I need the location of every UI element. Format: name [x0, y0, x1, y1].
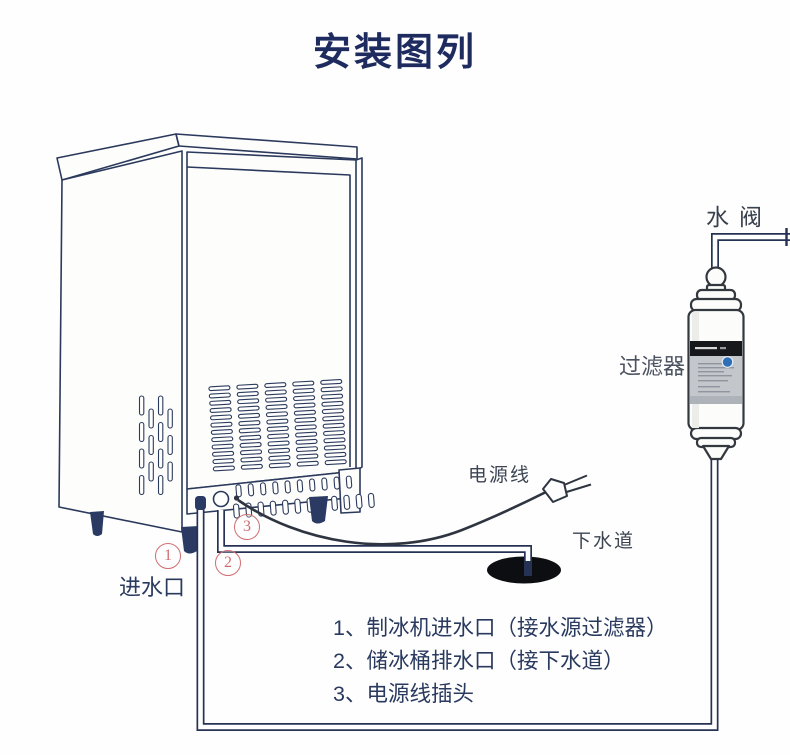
callout-3-number: 3 [243, 518, 251, 535]
water-supply-pipe [196, 458, 719, 731]
machine-connectors [195, 490, 240, 510]
valve-pipe [711, 228, 790, 268]
callout-2: 2 [215, 550, 241, 576]
callout-1: 1 [155, 543, 181, 569]
door-inner-edge [186, 166, 351, 467]
label-filter: 过滤器 [619, 354, 686, 379]
front-vent-grille [208, 379, 347, 472]
machine-lid [56, 133, 358, 181]
power-plug-drawing [542, 478, 568, 503]
label-power-cord: 电源线 [468, 465, 532, 486]
callout-3: 3 [234, 514, 260, 540]
machine-feet [90, 496, 328, 554]
power-cord-anchor [233, 495, 240, 501]
drain-pipe [217, 510, 532, 576]
machine-left-panel [58, 150, 183, 533]
legend-item-1: 1、制冰机进水口（接水源过滤器） [333, 616, 668, 640]
water-inlet-connector [195, 496, 206, 510]
callout-2-number: 2 [224, 554, 232, 571]
legend-item-2: 2、储冰桶排水口（接下水道） [333, 649, 625, 673]
ice-machine-drawing [56, 133, 363, 533]
drain-outlet-connector [212, 490, 230, 508]
page-title: 安装图列 [312, 32, 477, 74]
filter-bottom-cone [701, 444, 731, 461]
filter-badge-icon [721, 356, 734, 368]
label-drain: 下水道 [572, 531, 636, 552]
filter-top-fitting [705, 266, 727, 288]
label-water-inlet: 进水口 [119, 575, 186, 600]
filter-label [690, 341, 742, 404]
callout-1-number: 1 [164, 547, 172, 564]
machine-right-return [355, 157, 363, 472]
side-vent-slots [138, 395, 173, 496]
legend: 1、制冰机进水口（接水源过滤器） 2、储冰桶排水口（接下水道） 3、电源线插头 [333, 612, 667, 711]
power-cord-line [237, 474, 592, 546]
label-water-valve: 水阀 [706, 204, 772, 230]
legend-item-3: 3、电源线插头 [333, 682, 474, 706]
